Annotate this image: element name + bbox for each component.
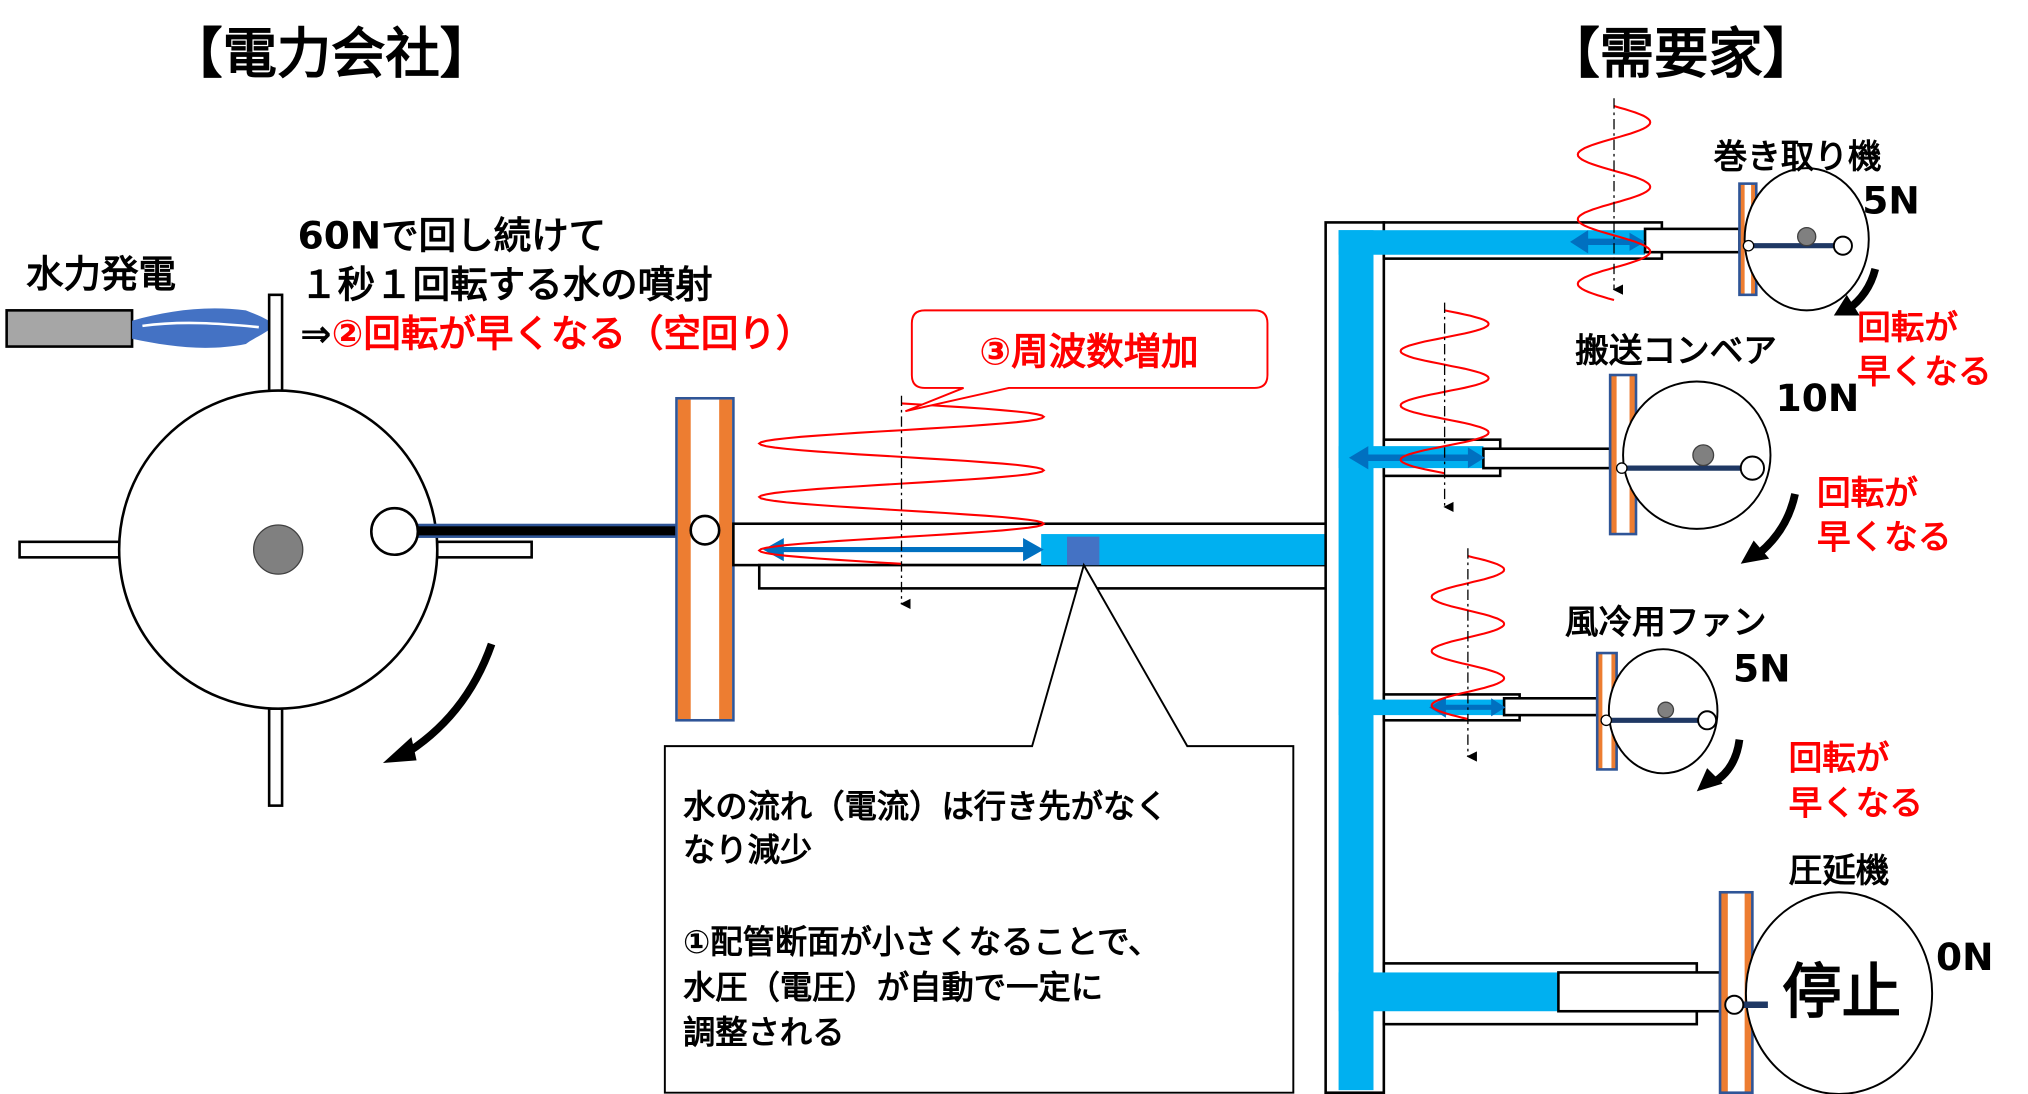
spoke-bottom [267, 707, 284, 807]
note-line-4: 水圧（電圧）が自動で一定に [683, 968, 1103, 1006]
load-hub-3 [1657, 701, 1675, 719]
shaft-1 [1643, 227, 1741, 254]
load-pin-2 [1739, 455, 1765, 481]
implies-symbol: ⇒ [300, 312, 331, 356]
generator-shaft [410, 523, 695, 538]
load-hub-1 [1796, 226, 1817, 247]
spoke-left [18, 540, 122, 559]
crank-pin [370, 506, 420, 557]
water-flow-branch-4 [1338, 972, 1559, 1012]
shaft-4 [1557, 971, 1722, 1013]
generator-plate [675, 396, 735, 722]
rotation-arrow-generator [399, 642, 496, 760]
rotation-arrowhead-2 [1740, 540, 1770, 564]
water-flow-branch-3 [1338, 699, 1505, 716]
load-status-2a: 回転が [1817, 473, 1918, 512]
load-pin-3 [1697, 710, 1718, 731]
plate-pin-3 [1600, 714, 1613, 727]
water-flow-trunk [1338, 230, 1374, 1091]
pipe-narrowing [1067, 536, 1100, 566]
load-name-3: 風冷用ファン [1565, 603, 1767, 642]
water-jet [132, 308, 275, 348]
note-line-5: 調整される [683, 1014, 845, 1052]
rotation-arrowhead-3 [1696, 768, 1723, 792]
hydro-label: 水力発電 [26, 252, 176, 296]
spoke-top [267, 293, 284, 394]
load-hub-2 [1692, 444, 1715, 467]
shaft-2 [1482, 447, 1612, 470]
note-line-1: 水の流れ（電流）は行き先がなく [683, 787, 1168, 825]
main-pipe-lower [757, 563, 1336, 590]
plate-pin-4 [1724, 994, 1745, 1015]
plate-pin-1 [1742, 239, 1755, 252]
generator-text-1: 60Nで回し続けて [298, 213, 607, 257]
rotation-arrowhead-generator [382, 737, 417, 763]
spoke-right [435, 540, 533, 559]
frequency-increase-label: ③周波数増加 [979, 330, 1198, 374]
generator-text-2: １秒１回転する水の噴射 [300, 262, 713, 306]
load-wheel-4 [1744, 891, 1934, 1094]
plate-pin-2 [1615, 462, 1628, 474]
rotation-arrowhead-1 [1833, 294, 1860, 316]
load-status-2b: 早くなる [1817, 517, 1951, 556]
note-line-2: なり減少 [683, 831, 812, 869]
generator-text-3: ⇒②回転が早くなる（空回り） [300, 312, 813, 356]
load-name-1: 巻き取り機 [1714, 137, 1882, 176]
note-line-3: ①配管断面が小さくなることで、 [683, 923, 1160, 961]
rotation-arrow-3 [1711, 739, 1744, 786]
plate-pin [689, 514, 721, 546]
title-consumer: 【需要家】 [1545, 22, 1817, 85]
load-name-4: 圧延機 [1789, 851, 1890, 890]
note-callout [663, 562, 1295, 1094]
load-status-3b: 早くなる [1789, 784, 1923, 823]
stopped-label: 停止 [1782, 959, 1901, 1028]
water-jet-highlight [142, 321, 259, 329]
load-force-4: 0N [1936, 935, 1993, 979]
flow-arrow-branch-2 [1348, 446, 1485, 470]
frequency-callout [905, 309, 1269, 413]
water-nozzle [5, 309, 134, 348]
rotation-arrow-2 [1756, 493, 1799, 557]
generator-hub [252, 524, 304, 575]
load-plate-3 [1595, 651, 1618, 771]
spin-faster-note: ②回転が早くなる（空回り） [332, 312, 814, 356]
title-power-company: 【電力会社】 [168, 22, 494, 85]
load-name-2: 搬送コンベア [1575, 331, 1777, 370]
load-status-1b: 早くなる [1857, 352, 1991, 391]
load-pin-1 [1832, 235, 1853, 256]
load-force-1: 5N [1862, 178, 1919, 222]
shaft-3 [1502, 697, 1599, 717]
load-force-3: 5N [1733, 646, 1790, 690]
load-force-2: 10N [1776, 376, 1860, 420]
load-status-1a: 回転が [1857, 308, 1958, 347]
load-status-3a: 回転が [1789, 738, 1890, 777]
